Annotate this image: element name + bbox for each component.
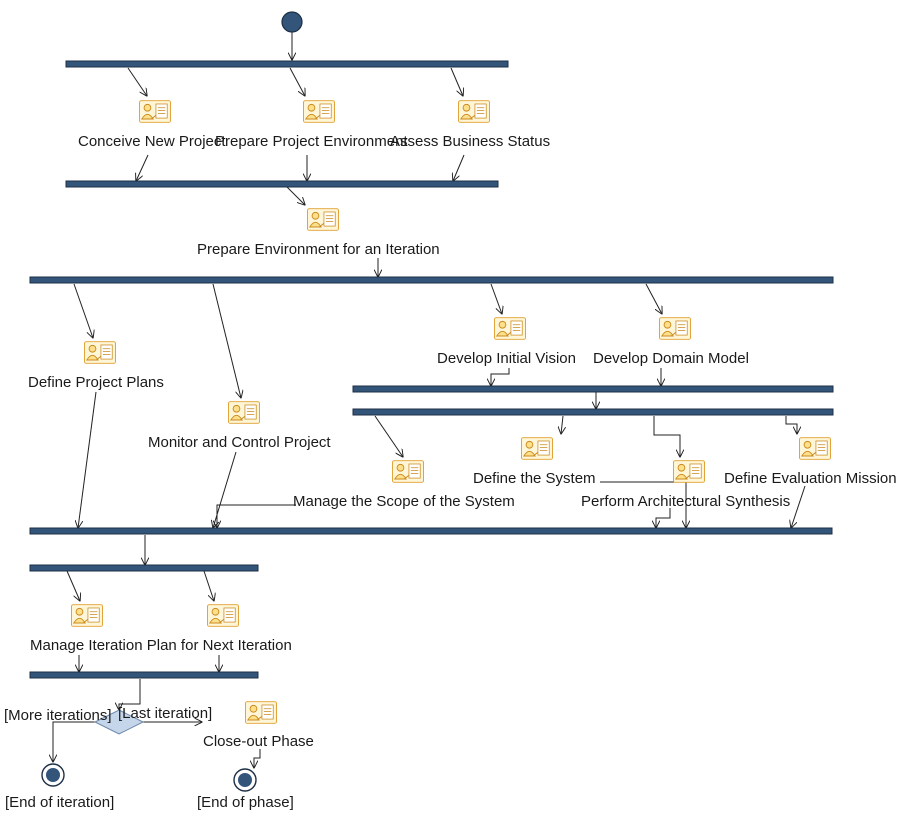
fork-bar[interactable]	[65, 60, 509, 68]
edges	[53, 32, 806, 768]
activity-icon[interactable]	[392, 460, 424, 483]
initial-node[interactable]	[281, 11, 303, 33]
edge	[289, 67, 305, 96]
join-bar[interactable]	[29, 671, 259, 679]
guard-label-last: [Last iteration]	[118, 705, 212, 722]
join-bar[interactable]	[65, 180, 499, 188]
join-bar[interactable]	[352, 385, 834, 393]
activity-label: Prepare Project Environment	[215, 133, 408, 150]
edge	[66, 570, 80, 601]
edge	[374, 415, 403, 457]
edge	[136, 154, 149, 181]
activity-label: Perform Architectural Synthesis	[581, 493, 790, 510]
join-bar[interactable]	[29, 527, 833, 535]
activity-icon[interactable]	[458, 100, 490, 123]
edge	[286, 186, 305, 205]
activity-icon[interactable]	[84, 341, 116, 364]
edge	[785, 416, 797, 434]
guard-label-more: [More iterations]	[4, 707, 112, 724]
edge	[491, 368, 510, 386]
activity-icon[interactable]	[139, 100, 171, 123]
final-label-phase: [End of phase]	[197, 794, 294, 811]
activity-label: Define Evaluation Mission	[724, 470, 897, 487]
edge	[490, 283, 502, 314]
activity-label: Define Project Plans	[28, 374, 164, 391]
activity-label: Conceive New Project	[78, 133, 226, 150]
edge	[453, 154, 465, 181]
activity-label: Manage Iteration Plan for Next Iteration	[30, 637, 292, 654]
activity-icon[interactable]	[659, 317, 691, 340]
nodes	[29, 11, 834, 792]
edge	[645, 283, 662, 314]
edge	[791, 485, 806, 528]
activity-icon[interactable]	[494, 317, 526, 340]
edge	[53, 721, 95, 762]
activity-label: Manage the Scope of the System	[293, 493, 515, 510]
activity-icon[interactable]	[799, 437, 831, 460]
edge	[213, 451, 237, 528]
activity-label: Develop Initial Vision	[437, 350, 576, 367]
edge	[127, 67, 147, 96]
activity-icon[interactable]	[207, 604, 239, 627]
edge	[561, 415, 563, 434]
decision-node[interactable]	[93, 709, 145, 735]
activity-label: Assess Business Status	[390, 133, 550, 150]
edge	[73, 283, 93, 338]
edge	[212, 283, 241, 398]
edge	[203, 570, 214, 601]
fork-bar[interactable]	[29, 564, 259, 572]
activity-icon[interactable]	[245, 701, 277, 724]
activity-icon[interactable]	[71, 604, 103, 627]
fork-bar[interactable]	[352, 408, 834, 416]
activity-icon[interactable]	[673, 460, 705, 483]
edge	[217, 504, 296, 528]
activity-icon[interactable]	[521, 437, 553, 460]
activity-label: Define the System	[473, 470, 596, 487]
activity-icon[interactable]	[228, 401, 260, 424]
final-label-iteration: [End of iteration]	[5, 794, 114, 811]
activity-label: Prepare Environment for an Iteration	[197, 241, 440, 258]
edge	[119, 679, 141, 710]
activity-icon[interactable]	[303, 100, 335, 123]
final-node-iteration[interactable]	[41, 763, 65, 787]
final-node-phase[interactable]	[233, 768, 257, 792]
edge	[78, 391, 97, 528]
edge	[254, 749, 261, 768]
edge	[656, 508, 671, 528]
activity-label: Close-out Phase	[203, 733, 314, 750]
activity-icon[interactable]	[307, 208, 339, 231]
activity-labels: Conceive New Project Prepare Project Env…	[4, 133, 897, 811]
edge	[450, 67, 463, 96]
activity-label: Develop Domain Model	[593, 350, 749, 367]
edge	[653, 416, 680, 457]
activity-label: Monitor and Control Project	[148, 434, 331, 451]
fork-bar[interactable]	[29, 276, 834, 284]
